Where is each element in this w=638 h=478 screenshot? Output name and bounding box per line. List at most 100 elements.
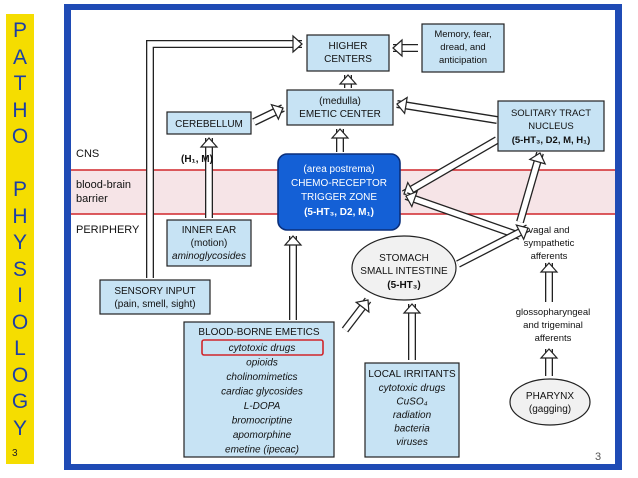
solitary-line2: NUCLEUS: [528, 121, 573, 132]
arrow-head: [405, 190, 419, 208]
arrow-head: [270, 103, 284, 121]
blood-borne-item: L-DOPA: [244, 401, 281, 412]
sidebar-letter: S: [12, 257, 27, 281]
stomach-line2: SMALL INTESTINE: [360, 266, 448, 277]
arrow-shaft-inner: [456, 225, 530, 267]
sidebar-letter: A: [12, 45, 27, 69]
arrow-head: [199, 137, 219, 148]
memory-line1: Memory, fear,: [434, 29, 491, 40]
sidebar-letter: Y: [12, 416, 27, 440]
sidebar-letter: O: [11, 310, 29, 334]
arrow-head: [539, 262, 559, 273]
blood-borne-item: cholinomimetics: [226, 372, 297, 383]
zone-bbb-line2: barrier: [76, 193, 108, 205]
blood-borne-item: apomorphine: [233, 430, 292, 441]
glosso-line1: glossopharyngeal: [516, 307, 590, 318]
vagal-line1: vagal and: [528, 225, 569, 236]
sidebar-letter: I: [17, 284, 23, 307]
solitary-line1: SOLITARY TRACT: [511, 108, 591, 119]
zone-cns: CNS: [76, 148, 99, 160]
sidebar-letter: T: [13, 72, 27, 95]
inner-ear-line3: aminoglycosides: [172, 251, 246, 262]
emetic-center-box: [286, 89, 394, 126]
sensory-input-box: [99, 279, 211, 315]
higher-centers-line1: HIGHER: [329, 41, 368, 52]
blood-borne-title: BLOOD-BORNE EMETICS: [198, 327, 319, 338]
stomach-receptor: (5-HT₃): [387, 280, 421, 291]
arrow-head: [539, 348, 559, 359]
sidebar-letter: P: [12, 178, 27, 201]
vagal-line3: afferents: [531, 251, 568, 262]
sidebar-letter: H: [12, 204, 28, 228]
higher-centers-box: [306, 34, 390, 72]
local-irritant-item: cytotoxic drugs: [379, 383, 446, 394]
sidebar-letter: G: [11, 390, 29, 413]
blood-borne-item: cardiac glycosides: [221, 387, 303, 398]
sidebar-letter: L: [14, 337, 26, 360]
ctz-line3: TRIGGER ZONE: [301, 192, 377, 203]
highlight-cytotoxic: [201, 339, 324, 356]
blood-borne-box: [183, 321, 335, 458]
arrow-shaft-inner: [517, 152, 543, 223]
cerebellum-box: [166, 111, 252, 135]
memory-line3: anticipation: [439, 55, 487, 66]
arrow-shaft-inner: [396, 101, 498, 123]
local-irritant-item: radiation: [393, 410, 432, 421]
arrow-head: [402, 303, 422, 314]
emetic-center-line2: EMETIC CENTER: [299, 109, 381, 120]
sidebar-letter: P: [12, 19, 27, 42]
sensory-line1: SENSORY INPUT: [114, 286, 195, 297]
arrow-head: [338, 74, 358, 85]
arrow-head: [396, 96, 408, 115]
arrow-head: [283, 235, 303, 246]
zone-periphery: PERIPHERY: [76, 224, 140, 236]
cerebellum-label: CEREBELLUM: [175, 119, 243, 130]
arrow-head: [515, 224, 529, 241]
arrow-head: [392, 38, 403, 58]
local-irritants-box: [364, 362, 460, 458]
arrow-head: [330, 128, 350, 139]
pharynx-ellipse: [509, 378, 591, 426]
ctz-line2: CHEMO-RECEPTOR: [291, 178, 387, 189]
solitary-tract-box: [497, 100, 605, 152]
arrow-shaft-inner: [402, 137, 499, 197]
sidebar-band: [6, 14, 34, 464]
stomach-ellipse: [351, 235, 457, 301]
inner-ear-line2: (motion): [191, 238, 228, 249]
pharynx-line2: (gagging): [529, 404, 571, 415]
inner-ear-box: [166, 219, 252, 267]
arrow-head: [292, 34, 303, 54]
local-title: LOCAL IRRITANTS: [368, 369, 456, 380]
memory-line2: dread, and: [440, 42, 485, 53]
arrow-head: [354, 299, 370, 314]
h1-m-label: (H₁, M): [181, 154, 213, 165]
stomach-line1: STOMACH: [379, 253, 429, 264]
local-irritant-item: CuSO₄: [396, 397, 427, 408]
blood-borne-item: cytotoxic drugs: [229, 343, 296, 354]
ctz-box: [277, 153, 401, 231]
inner-ear-line1: INNER EAR: [182, 225, 236, 236]
blood-borne-item: emetine (ipecac): [225, 445, 299, 456]
arrow-head: [528, 152, 547, 165]
solitary-receptors: (5-HT₃, D2, M, H₁): [512, 135, 591, 146]
higher-centers-line2: CENTERS: [324, 54, 372, 65]
arrow-shaft-inner: [405, 193, 521, 239]
page-number: 3: [595, 451, 602, 463]
emetic-center-line1: (medulla): [319, 96, 361, 107]
sidebar-letter: O: [11, 125, 29, 148]
local-irritant-item: bacteria: [394, 424, 430, 435]
sidebar-letter: Y: [12, 231, 27, 254]
ctz-line1: (area postrema): [303, 164, 374, 175]
arrow-shaft-inner: [147, 41, 302, 278]
glosso-line3: afferents: [535, 333, 572, 344]
glosso-line2: and trigeminal: [523, 320, 583, 331]
local-irritant-item: viruses: [396, 437, 428, 448]
zone-bbb-line1: blood-brain: [76, 179, 131, 191]
slide-number: 3: [12, 448, 18, 459]
arrow-group: [146, 34, 559, 376]
vagal-line2: sympathetic: [524, 238, 575, 249]
ctz-receptors: (5-HT₃, D2, M₁): [304, 207, 374, 218]
pharynx-line1: PHARYNX: [526, 391, 574, 402]
blood-borne-item: bromocriptine: [232, 416, 293, 427]
